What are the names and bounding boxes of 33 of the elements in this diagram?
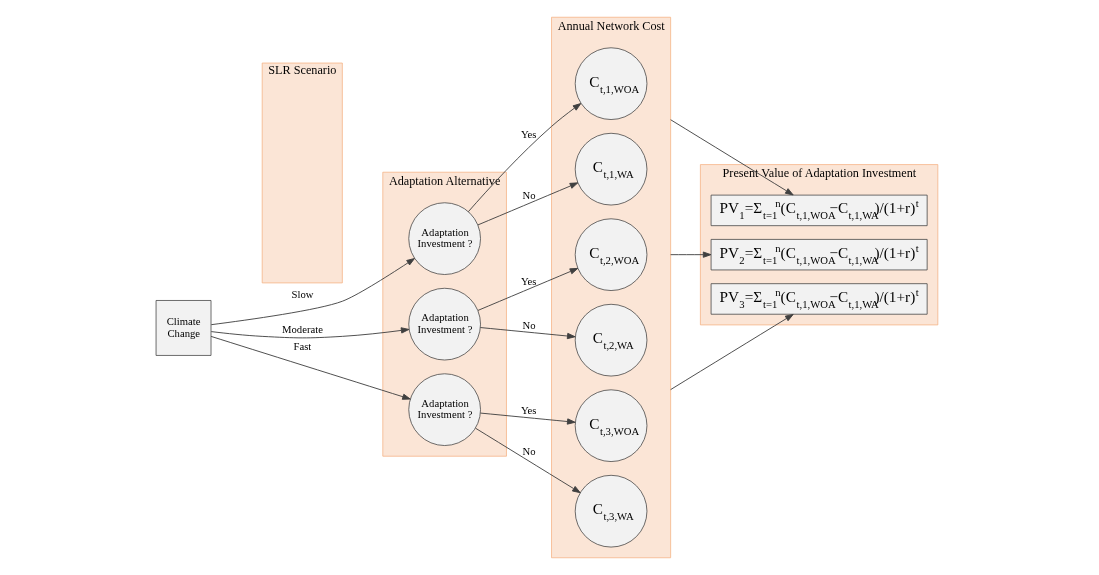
edge-label: No bbox=[522, 444, 536, 457]
arrow bbox=[467, 103, 581, 213]
arrow bbox=[669, 313, 794, 391]
edge-label: Yes bbox=[520, 128, 537, 141]
node-circle: C$_{t,3,WOA}$ bbox=[574, 389, 647, 462]
edge-label: Yes bbox=[520, 404, 537, 417]
arrow bbox=[669, 119, 794, 196]
arrow bbox=[210, 335, 411, 400]
edge-label: No bbox=[522, 318, 536, 331]
arrow bbox=[479, 327, 576, 340]
arrow bbox=[479, 412, 576, 425]
edge-label: Yes bbox=[520, 274, 537, 287]
node-circle: C$_{t,1,WA}$ bbox=[574, 132, 647, 206]
node-box: PV$_{2}$=Σ$_{t=1}$$^{n}$(C$_{t,1,WOA}$−C$_{t,1,WA}$)/(1+r)$^{t}$ bbox=[710, 239, 928, 271]
arrow bbox=[477, 182, 578, 226]
node-circle: C$_{t,3,WA}$ bbox=[574, 474, 647, 548]
node-circle: C$_{t,2,WA}$ bbox=[574, 303, 647, 377]
node-box: PV$_{1}$=Σ$_{t=1}$$^{n}$(C$_{t,1,WOA}$−C$_{t,1,WA}$)/(1+r)$^{t}$ bbox=[710, 194, 928, 227]
arrow bbox=[210, 327, 409, 339]
arrow bbox=[477, 267, 578, 311]
arrow bbox=[669, 251, 711, 258]
edge-label: Slow bbox=[291, 288, 314, 301]
edge-label: No bbox=[522, 189, 536, 202]
arrow bbox=[210, 258, 415, 326]
node-box: PV$_{3}$=Σ$_{t=1}$$^{n}$(C$_{t,1,WOA}$−C$_{t,1,WA}$)/(1+r)$^{t}$ bbox=[710, 283, 928, 315]
node-box: Climate Change bbox=[155, 300, 211, 356]
edge-label: Fast bbox=[292, 340, 311, 353]
node-circle: Adaptation Investment ? bbox=[407, 373, 481, 446]
node-box: SLR Scenario bbox=[261, 62, 343, 284]
edge-label: Moderate bbox=[281, 323, 323, 336]
node-circle: C$_{t,2,WOA}$ bbox=[574, 218, 647, 291]
arrow bbox=[474, 427, 581, 494]
node-circle: Adaptation Investment ? bbox=[407, 287, 481, 361]
